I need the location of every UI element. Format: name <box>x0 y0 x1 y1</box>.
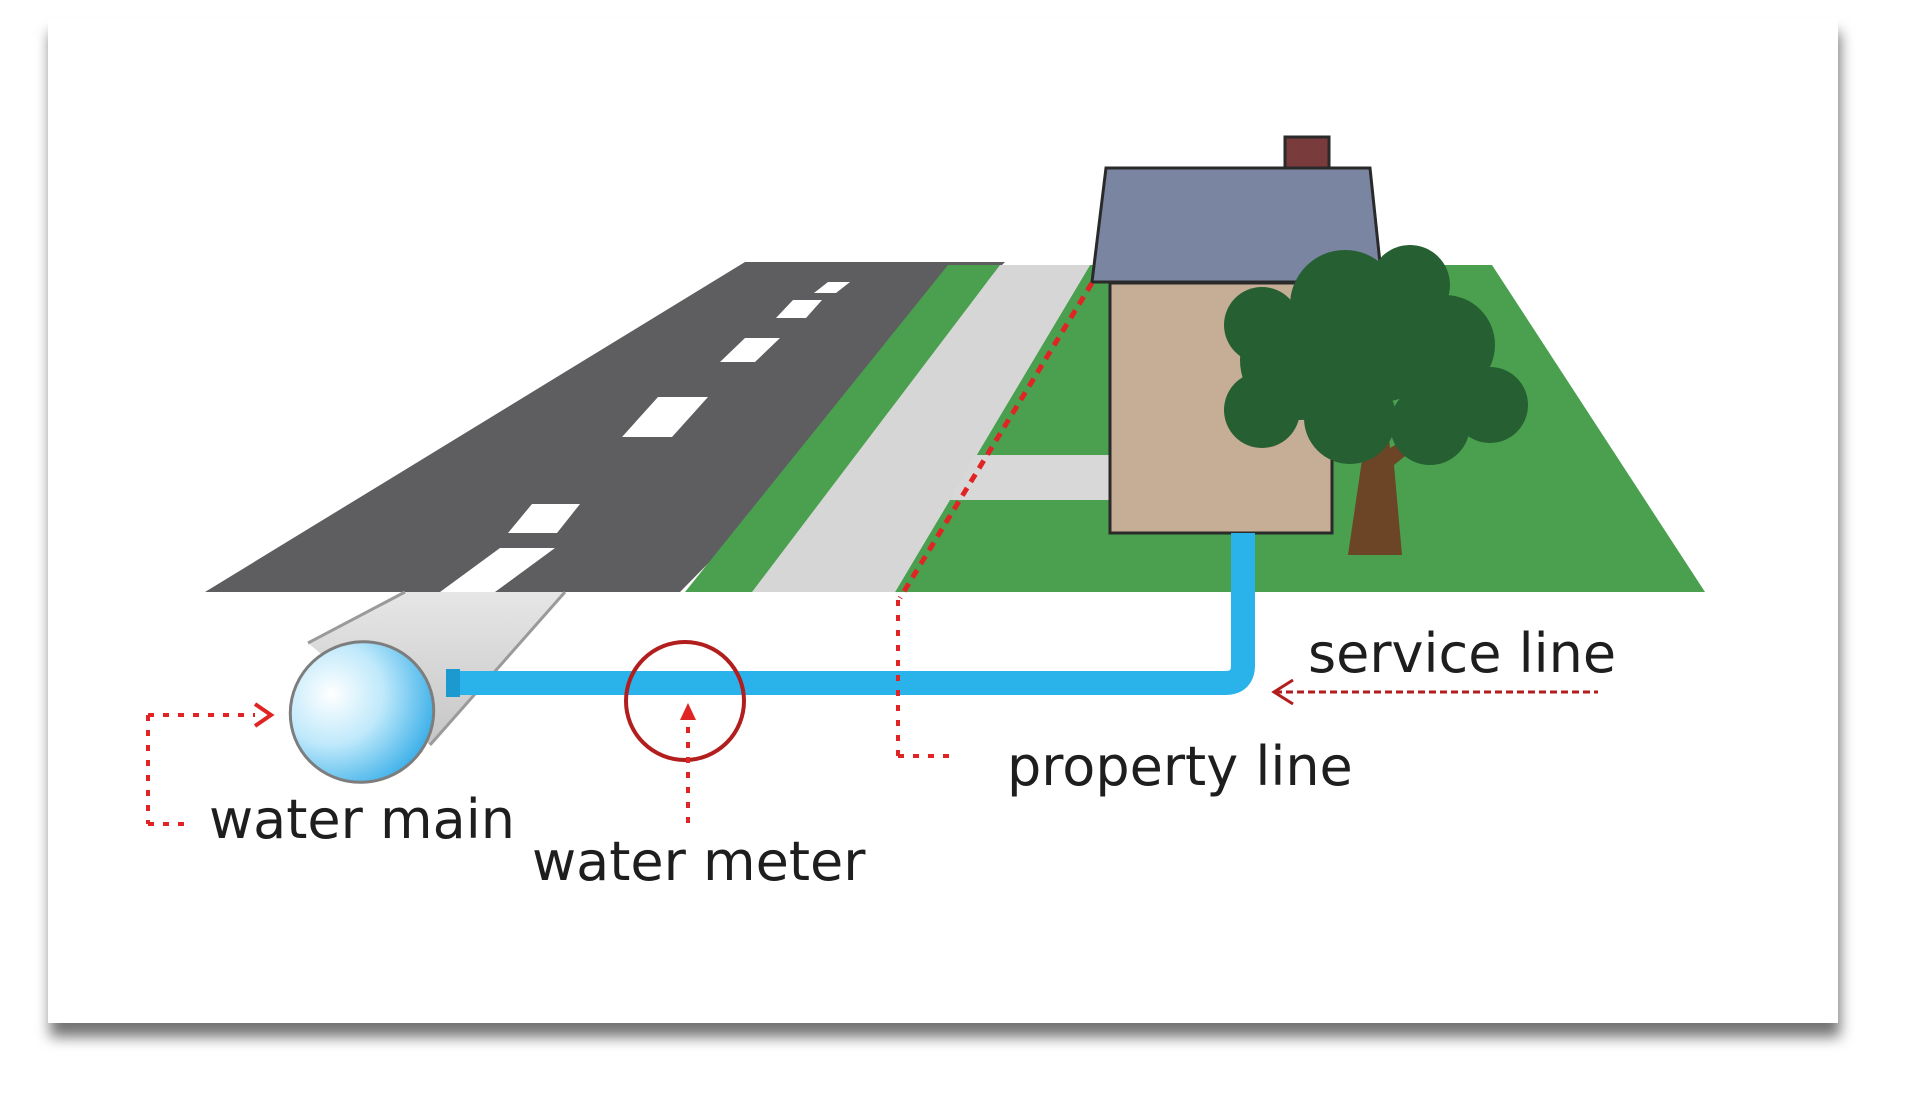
road <box>205 262 1005 592</box>
tree-foliage <box>1224 245 1528 465</box>
service-line-label: service line <box>1308 622 1616 685</box>
road-marking <box>720 338 780 362</box>
service-line-callout <box>1271 678 1598 706</box>
road-marking <box>776 300 822 318</box>
water-main-opening <box>288 640 436 784</box>
service-line-cap <box>446 669 460 697</box>
water-meter <box>624 640 746 828</box>
water-meter-circle <box>624 640 746 762</box>
road-marking <box>508 504 580 533</box>
sidewalk <box>752 265 1090 592</box>
property-line-label: property line <box>1007 735 1353 798</box>
road-marking <box>622 397 708 437</box>
road-marking <box>440 548 555 592</box>
water-meter-arrow <box>680 703 696 720</box>
property-line <box>896 281 1095 758</box>
tree <box>1224 245 1528 555</box>
water-meter-label: water meter <box>532 830 866 893</box>
water-main-pipe <box>288 590 567 784</box>
service-line-arrow <box>1271 678 1294 706</box>
service-line-pipe <box>455 533 1255 695</box>
water-main-callout <box>146 702 275 826</box>
water-main-arrow <box>253 702 275 728</box>
water-main-label: water main <box>209 788 515 851</box>
walkway <box>950 455 1115 500</box>
road-marking <box>814 282 850 293</box>
